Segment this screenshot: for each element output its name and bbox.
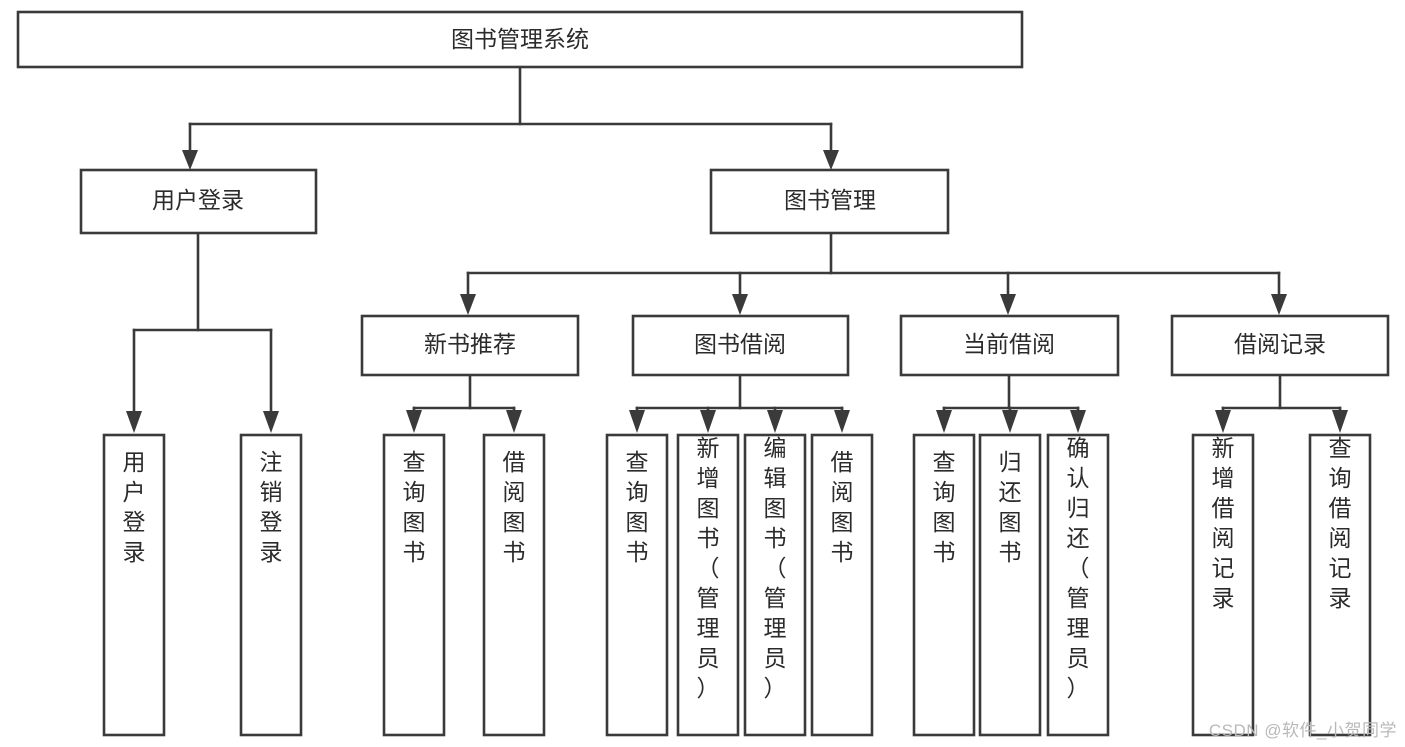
leaf-user-login-box[interactable]	[102, 433, 166, 737]
leaf-bookborrow-edit-label: 编辑图书（管理员）	[764, 435, 787, 701]
leaf-currentborrow-return-box[interactable]	[978, 433, 1042, 737]
arrow-head-borrow-record	[1271, 294, 1287, 315]
leaf-bookborrow-add-label: 新增图书（管理员）	[697, 435, 720, 701]
leaf-currentborrow-confirm-box[interactable]	[1046, 433, 1110, 737]
arrow-head-bookborrow-leaf-4	[834, 410, 850, 433]
leaf-node[interactable]: 新增图书（管理员）	[676, 433, 740, 737]
leaf-node[interactable]: 确认归还（管理员）	[1046, 433, 1110, 737]
arrow-head-current-borrow	[1000, 294, 1016, 315]
node-book-borrow-box[interactable]	[631, 314, 850, 377]
node-book-borrow[interactable]: 图书借阅	[631, 314, 850, 377]
arrow-head-currentborrow-leaf-1	[936, 410, 952, 433]
arrow-head-currentborrow-leaf-2	[1002, 410, 1018, 433]
leaf-node[interactable]: 查询图书	[382, 433, 446, 737]
arrow-head-book-manage	[823, 150, 839, 170]
leaf-borrowrecord-query-label: 查询借阅记录	[1329, 435, 1352, 611]
leaf-logout-box[interactable]	[239, 433, 303, 737]
node-new-book-recommend-box[interactable]	[360, 314, 580, 377]
leaf-user-login-label: 用户登录	[123, 449, 146, 565]
leaf-bookborrow-edit-box[interactable]	[743, 433, 807, 737]
node-book-borrow-label: 图书借阅	[694, 331, 786, 357]
arrow-head-book-borrow	[732, 294, 748, 315]
leaf-node[interactable]: 借阅图书	[810, 433, 874, 737]
arrow-head-leaf-logout	[263, 411, 279, 433]
node-current-borrow-label: 当前借阅	[963, 331, 1055, 357]
arrow-head-borrowrecord-leaf-1	[1215, 410, 1231, 433]
node-book-management-label: 图书管理	[784, 187, 876, 213]
leaf-bookborrow-query-label: 查询图书	[626, 449, 649, 565]
leaf-borrowrecord-add-label: 新增借阅记录	[1212, 435, 1235, 611]
node-user-login[interactable]: 用户登录	[79, 168, 318, 235]
leaf-node[interactable]: 用户登录	[102, 433, 166, 737]
leaf-node[interactable]: 查询图书	[605, 433, 669, 737]
leaf-logout-label: 注销登录	[260, 449, 283, 565]
leaf-node[interactable]: 查询借阅记录	[1308, 433, 1372, 737]
arrow-head-newbook-leaf-2	[506, 410, 522, 433]
arrow-head-bookborrow-leaf-2	[700, 410, 716, 433]
arrow-head-bookborrow-leaf-3	[767, 410, 783, 433]
leaf-newbook-borrow-box[interactable]	[482, 433, 546, 737]
arrow-head-currentborrow-leaf-3	[1070, 410, 1086, 433]
arrow-head-leaf-user-login	[126, 411, 142, 433]
arrow-head-user-login	[182, 150, 198, 170]
node-current-borrow-box[interactable]	[899, 314, 1120, 377]
leaf-borrowrecord-add-box[interactable]	[1191, 433, 1255, 737]
leaf-bookborrow-query-box[interactable]	[605, 433, 669, 737]
node-borrow-record-label: 借阅记录	[1234, 331, 1326, 357]
node-borrow-record[interactable]: 借阅记录	[1170, 314, 1390, 377]
node-root-box[interactable]	[16, 10, 1024, 69]
leaf-node[interactable]: 编辑图书（管理员）	[743, 433, 807, 737]
arrow-head-new-book-rec	[460, 294, 476, 315]
leaf-newbook-query-box[interactable]	[382, 433, 446, 737]
leaf-currentborrow-query-label: 查询图书	[933, 449, 956, 565]
arrow-head-newbook-leaf-1	[406, 410, 422, 433]
arrow-head-bookborrow-leaf-1	[629, 410, 645, 433]
node-book-management-box[interactable]	[709, 168, 950, 235]
leaf-borrowrecord-query-box[interactable]	[1308, 433, 1372, 737]
node-book-management[interactable]: 图书管理	[709, 168, 950, 235]
leaf-bookborrow-borrow-box[interactable]	[810, 433, 874, 737]
node-current-borrow[interactable]: 当前借阅	[899, 314, 1120, 377]
leaf-node[interactable]: 借阅图书	[482, 433, 546, 737]
node-borrow-record-box[interactable]	[1170, 314, 1390, 377]
leaf-node[interactable]: 归还图书	[978, 433, 1042, 737]
arrow-head-borrowrecord-leaf-2	[1332, 410, 1348, 433]
node-root-label: 图书管理系统	[451, 26, 589, 52]
leaf-node[interactable]: 查询图书	[912, 433, 976, 737]
leaf-currentborrow-return-label: 归还图书	[999, 449, 1022, 565]
leaf-bookborrow-borrow-label: 借阅图书	[831, 449, 854, 565]
leaf-bookborrow-add-box[interactable]	[676, 433, 740, 737]
leaf-node[interactable]: 新增借阅记录	[1191, 433, 1255, 737]
connector-layer	[126, 65, 1348, 433]
node-user-login-label: 用户登录	[152, 187, 244, 213]
node-user-login-box[interactable]	[79, 168, 318, 235]
leaf-currentborrow-confirm-label: 确认归还（管理员）	[1067, 435, 1090, 701]
leaf-node[interactable]: 注销登录	[239, 433, 303, 737]
leaf-newbook-borrow-label: 借阅图书	[503, 449, 526, 565]
node-root[interactable]: 图书管理系统	[16, 10, 1024, 69]
leaf-newbook-query-label: 查询图书	[403, 449, 426, 565]
leaf-currentborrow-query-box[interactable]	[912, 433, 976, 737]
node-new-book-recommend-label: 新书推荐	[424, 331, 516, 357]
node-new-book-recommend[interactable]: 新书推荐	[360, 314, 580, 377]
